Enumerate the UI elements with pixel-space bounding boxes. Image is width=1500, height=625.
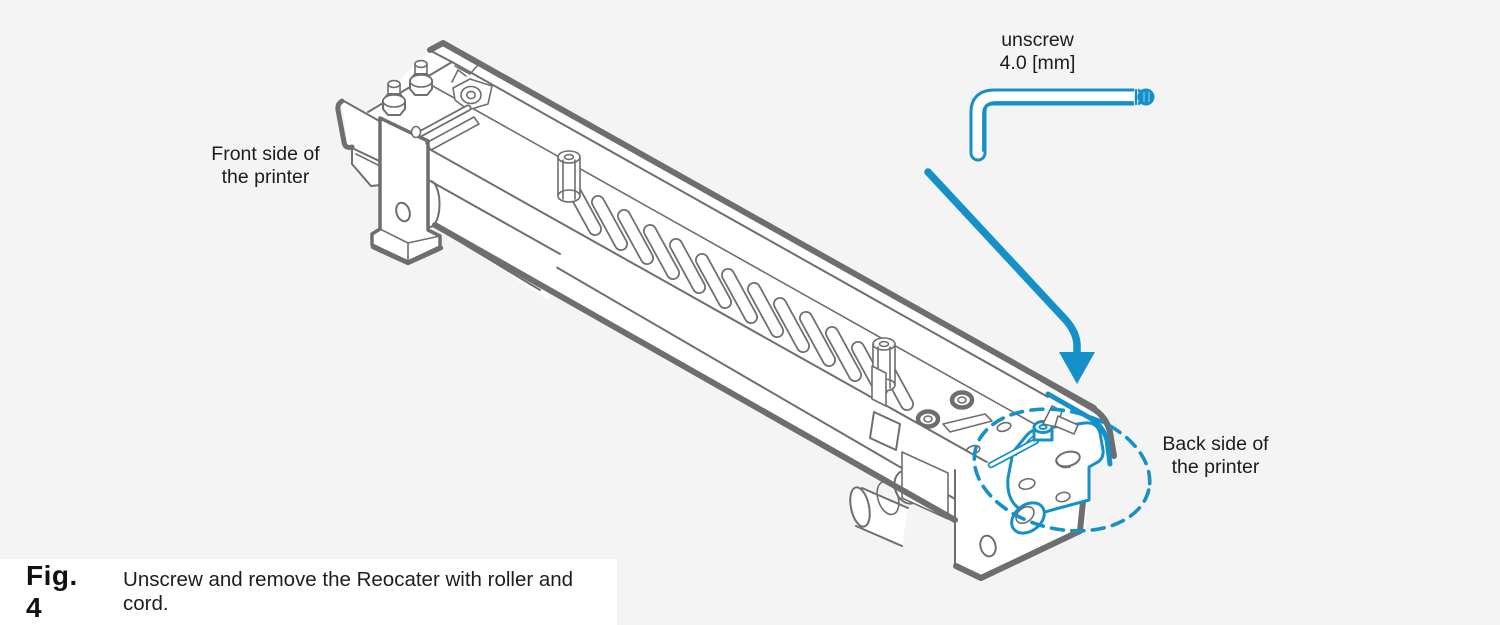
left-bracket-hardware — [382, 59, 493, 151]
unscrew-size-label: unscrew 4.0 [mm] — [999, 29, 1076, 74]
hex-standoff-left — [557, 150, 581, 203]
right-end-screws — [915, 390, 975, 429]
figure-caption-text: Unscrew and remove the Reocater with rol… — [123, 568, 574, 615]
hex-screw-1 — [382, 79, 406, 116]
figure-number: Fig. 4 — [26, 560, 78, 623]
heater-slots — [565, 180, 914, 411]
back-side-label: Back side of the printer — [1162, 433, 1269, 478]
allen-hex-key-icon — [969, 88, 1155, 162]
unscrew-direction-arrow — [924, 168, 1095, 384]
front-side-label: Front side of the printer — [211, 143, 320, 188]
dashed-highlight-ellipse — [972, 407, 1152, 533]
washer-screw — [451, 69, 493, 111]
hex-screw-2 — [409, 59, 433, 96]
tension-rod — [410, 104, 480, 151]
reocater-blue-bracket — [987, 391, 1113, 535]
roller-right-end — [849, 365, 949, 547]
figure-caption: Fig. 4 Unscrew and remove the Reocater w… — [0, 559, 617, 625]
outline-shadows — [370, 40, 1117, 581]
